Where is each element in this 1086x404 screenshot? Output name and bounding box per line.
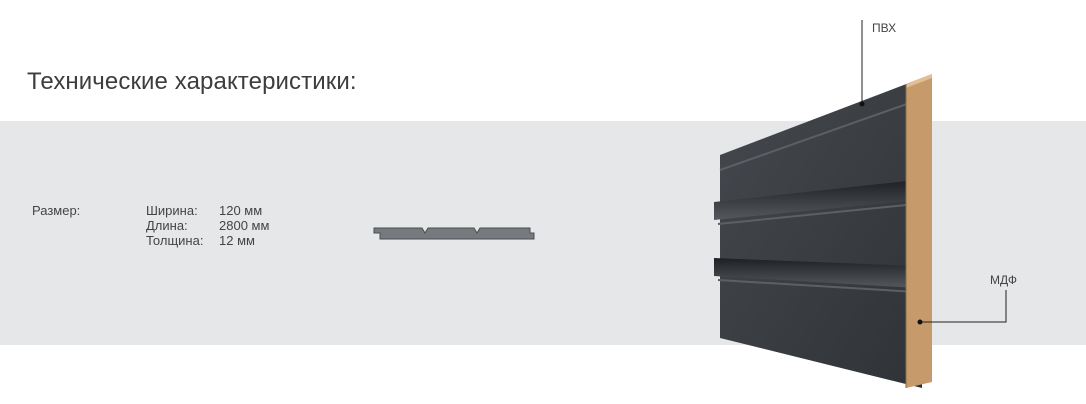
dimension-thickness-value: 12 мм — [219, 233, 255, 248]
dimension-thickness: Толщина: 12 мм — [146, 233, 269, 248]
dimension-length: Длина: 2800 мм — [146, 218, 269, 233]
pvc-callout-label: ПВХ — [872, 21, 897, 35]
mdf-callout-label: МДФ — [990, 273, 1017, 287]
dimension-width: Ширина: 120 мм — [146, 203, 269, 218]
panel-profile-icon — [373, 227, 535, 240]
dimension-length-value: 2800 мм — [219, 218, 270, 233]
dimension-width-name: Ширина: — [146, 203, 198, 218]
dimension-length-name: Длина: — [146, 218, 188, 233]
size-label: Размер: — [32, 203, 81, 218]
dimensions-list: Ширина: 120 мм Длина: 2800 мм Толщина: 1… — [146, 203, 269, 248]
page-title: Технические характеристики: — [27, 68, 357, 95]
dimension-thickness-name: Толщина: — [146, 233, 204, 248]
wall-panel-image — [714, 74, 932, 388]
dimension-width-value: 120 мм — [219, 203, 263, 218]
